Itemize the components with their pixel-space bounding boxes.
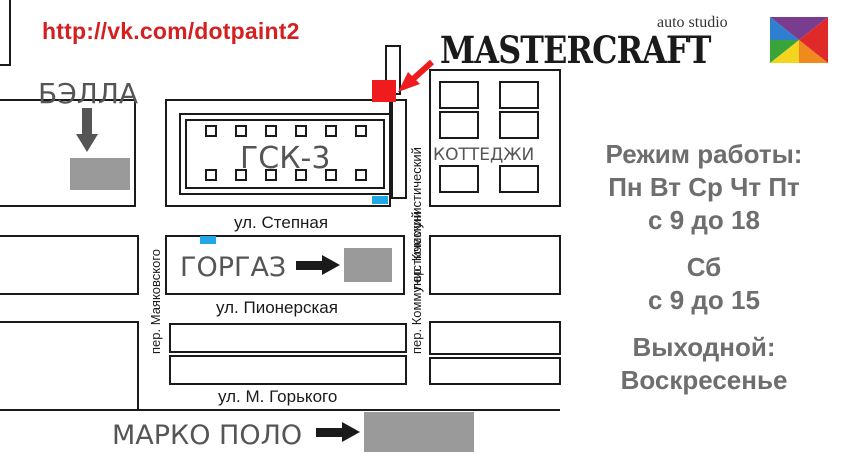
block-gorgaz [165, 235, 405, 295]
bella-arrow-icon [76, 108, 98, 152]
studio-subtitle: auto studio [657, 14, 728, 31]
street-stepnaya: ул. Степная [234, 213, 328, 232]
block-east-2a [429, 321, 561, 355]
gorgaz-arrow-icon [296, 255, 340, 275]
label-bella: БЭЛЛА [38, 77, 138, 110]
brand-name: MASTERCRAFT [440, 28, 711, 72]
street-kommunisticheskiy-lower: пер. Коммунистический [409, 211, 424, 354]
hours-saturday-time: с 9 до 15 [648, 285, 760, 315]
building-gorgaz [344, 248, 392, 282]
block-mid-2a [169, 323, 407, 353]
gsk-garage-inner [185, 119, 385, 189]
label-marko-polo: МАРКО ПОЛО [112, 420, 302, 451]
vk-link[interactable]: http://vk.com/dotpaint2 [42, 18, 300, 44]
label-gorgaz: ГОРГАЗ [180, 252, 286, 283]
block-edge [0, 0, 11, 66]
hours-weekdays: Пн Вт Ср Чт Пт [608, 172, 800, 202]
cottage-buildings [439, 81, 539, 193]
building-bella [70, 158, 130, 190]
hours-dayoff-title: Выходной: [632, 332, 776, 362]
mastercraft-logo-icon [770, 17, 828, 63]
block-mid-2b [169, 355, 407, 385]
hours-weekday-time: с 9 до 18 [648, 205, 760, 235]
block-bella [0, 99, 136, 207]
street-gorkogo: ул. М. Горького [218, 387, 337, 406]
logo-segment-top [770, 17, 828, 40]
logo-segment-right [799, 17, 828, 63]
gsk-garage [179, 113, 391, 195]
red-arrow-icon [398, 59, 435, 92]
logo-segment-bottom-right [799, 40, 828, 63]
location-marker [372, 80, 396, 102]
label-gsk: ГСК-3 [240, 141, 330, 176]
block-west-2 [0, 321, 139, 411]
hours-saturday: Сб [686, 252, 722, 282]
street-kommunisticheskiy: пер. Коммунистический [409, 147, 424, 290]
alley-lower [391, 99, 407, 199]
block-cottages [429, 69, 561, 207]
gsk-boxes [205, 125, 367, 181]
hours-dayoff: Воскресенье [620, 365, 788, 395]
bus-stop-stepnaya [372, 196, 388, 204]
label-cottages: КОТТЕДЖИ [433, 145, 534, 165]
marko-polo-arrow-icon [316, 422, 360, 442]
block-west-1 [0, 235, 139, 295]
logo-segment-left-high [770, 17, 799, 40]
bus-stop-gorgaz [200, 236, 216, 244]
block-east-1 [429, 235, 561, 295]
street-pionerskaya: ул. Пионерская [216, 298, 338, 317]
hours-title: Режим работы: [605, 139, 803, 169]
street-mayakovskogo: пер. Маяковского [148, 249, 163, 354]
logo-segment-left-low [770, 40, 799, 63]
block-east-2b [429, 357, 561, 385]
building-marko-polo [364, 412, 474, 452]
